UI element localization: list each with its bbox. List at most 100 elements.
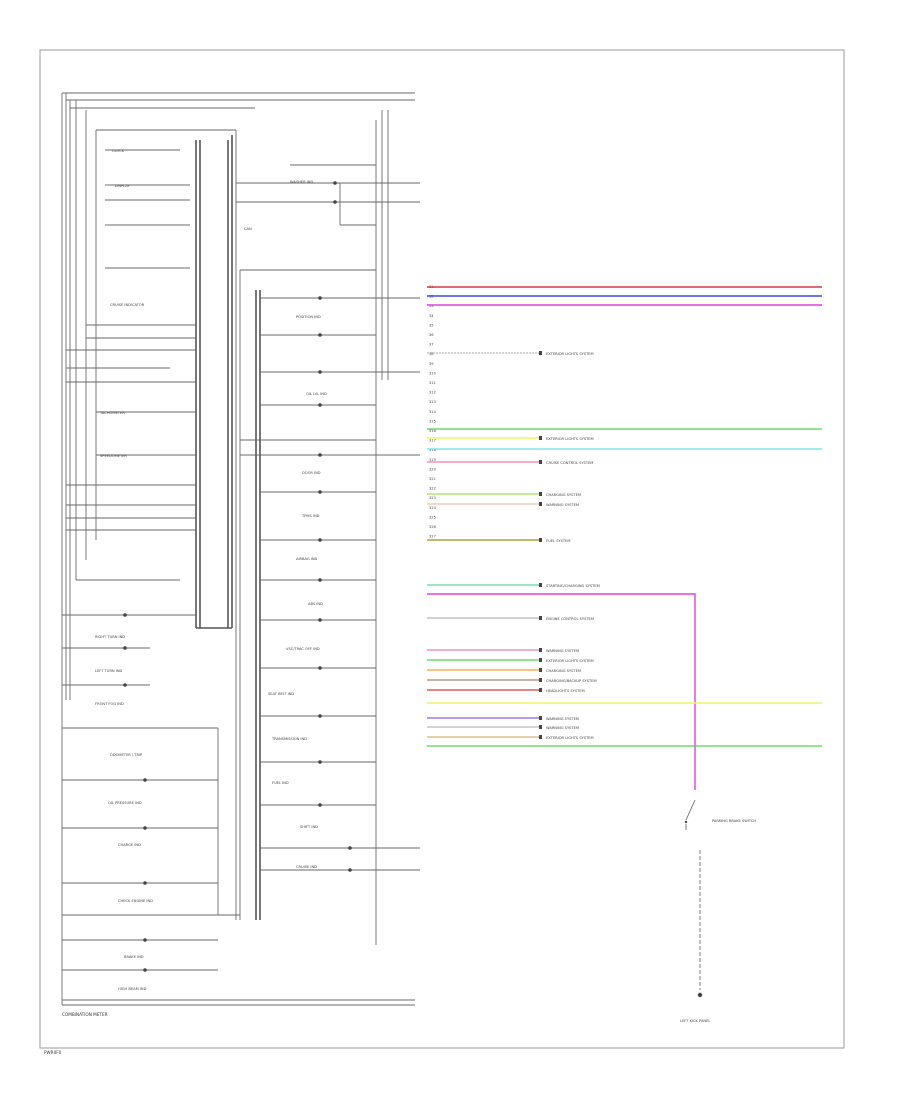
center-label: TPMS IND: [301, 514, 320, 518]
subsystem-label: WARNING SYSTEM: [546, 649, 579, 653]
subsystem-label: CHARGING/BACKUP SYSTEM: [546, 679, 597, 683]
center-label: VSC/TRAC OFF IND: [286, 647, 320, 651]
connector-pin: 310: [429, 371, 437, 375]
subsystem-label: ENGINE CONTROL SYSTEM: [546, 617, 594, 621]
center-label: SEAT BELT IND: [268, 692, 294, 696]
connector-pin: 35: [429, 323, 434, 327]
subsystem-arrow: [539, 460, 542, 464]
connector-pin: 33: [429, 304, 434, 308]
center-label: CRUISE IND: [296, 865, 317, 869]
connector-pin: 312: [429, 391, 436, 395]
center-label: SHIFT IND: [300, 825, 318, 829]
subsystem-labels: EXTERIOR LIGHTS SYSTEM EXTERIOR LIGHTS S…: [546, 352, 600, 740]
meter-label: HIGH BEAM IND: [118, 987, 147, 991]
subsystem-arrow: [539, 678, 542, 682]
connector-pin: 325: [429, 515, 436, 519]
connector-pin: 39: [429, 362, 434, 366]
center-label: CAN: [244, 227, 252, 231]
ground-label: LEFT KICK PANEL: [680, 1019, 710, 1023]
subsystem-label: CHARGING SYSTEM: [546, 669, 581, 673]
parking-brake-switch: PARKING BRAKE SWITCH LEFT KICK PANEL: [680, 799, 756, 1023]
subsystem-label: EXTERIOR LIGHTS SYSTEM: [546, 352, 594, 356]
subsystem-arrow: [539, 658, 542, 662]
center-label: ABS IND: [308, 602, 323, 606]
connector-pin: 311: [429, 381, 436, 385]
meter-left-labels: CLOCK DISPLAY CRUISE INDICATOR TACHOMETE…: [95, 149, 153, 991]
indicator-lamps: [123, 181, 352, 972]
center-label: FUEL IND: [272, 781, 289, 785]
subsystem-arrow: [539, 648, 542, 652]
connector-pin: 314: [429, 410, 437, 414]
connector-pin: 318: [429, 448, 437, 452]
subsystem-arrow: [539, 538, 542, 542]
connector-pin: 322: [429, 487, 436, 491]
subsystem-label: EXTERIOR LIGHTS SYSTEM: [546, 736, 594, 740]
connector-pin: 323: [429, 496, 436, 500]
page-code: PWR0F0: [44, 1050, 62, 1055]
subsystem-label: EXTERIOR LIGHTS SYSTEM: [546, 659, 594, 663]
connector-pin: 321: [429, 477, 436, 481]
connector-pin: 326: [429, 525, 437, 529]
subsystem-arrow: [539, 735, 542, 739]
subsystem-label: HEADLIGHTS SYSTEM: [546, 689, 585, 693]
meter-left-rungs: [62, 149, 240, 971]
subsystem-label: CHARGING SYSTEM: [546, 493, 581, 497]
connector-pin: 313: [429, 400, 436, 404]
meter-bus-wires: [61, 92, 415, 1006]
subsystem-label: WARNING SYSTEM: [546, 717, 579, 721]
meter-label: CHECK ENGINE IND: [118, 899, 153, 903]
meter-label: RIGHT TURN IND: [95, 635, 125, 639]
subsystem-arrow: [539, 583, 542, 587]
subsystem-label: CRUISE CONTROL SYSTEM: [546, 461, 593, 465]
connector-pin: 36: [429, 333, 434, 337]
connector-pin: 317: [429, 439, 436, 443]
center-label: AIRBAG IND: [296, 557, 318, 561]
subsystem-arrow: [539, 492, 542, 496]
connector-pin: 34: [429, 314, 434, 318]
connector-pin-column: 3132333435363738393103113123133143153163…: [429, 285, 437, 539]
connector-pin: 315: [429, 419, 436, 423]
center-label: DOOR IND: [302, 471, 321, 475]
subsystem-label: EXTERIOR LIGHTS SYSTEM: [546, 437, 594, 441]
switch-label: PARKING BRAKE SWITCH: [712, 819, 756, 823]
connector-pin: 38: [429, 352, 434, 356]
meter-center-rungs: [236, 164, 420, 871]
subsystem-arrow: [539, 688, 542, 692]
meter-label: LEFT TURN IND: [95, 669, 123, 673]
subsystem-arrow: [539, 502, 542, 506]
subsystem-arrows: [539, 351, 542, 739]
subsystem-arrow: [539, 716, 542, 720]
footer-left-label: COMBINATION METER: [62, 1012, 108, 1017]
subsystem-arrow: [539, 436, 542, 440]
subsystem-arrow: [539, 616, 542, 620]
subsystem-arrow: [539, 351, 542, 355]
meter-label: OIL PRESSURE IND: [108, 801, 142, 805]
meter-label: BRAKE IND: [124, 955, 144, 959]
subsystem-label: STARTING/CHARGING SYSTEM: [546, 584, 600, 588]
center-label: OIL LVL IND: [306, 392, 327, 396]
meter-label: DISPLAY: [115, 184, 131, 188]
connector-pin: 37: [429, 343, 434, 347]
meter-label: TACHOMETER: [99, 411, 125, 415]
connector-pin: 319: [429, 458, 437, 462]
meter-label: CHARGE IND: [118, 843, 141, 847]
meter-label: FRONT FOG IND: [95, 702, 124, 706]
center-label: POSITION IND: [296, 315, 321, 319]
center-label: WASHER IND: [290, 180, 313, 184]
diagram-frame: [39, 49, 845, 1049]
meter-center-labels: CAN POSITION IND OIL LVL IND DOOR IND TP…: [244, 180, 327, 869]
subsystem-label: WARNING SYSTEM: [546, 503, 579, 507]
connector-pin: 316: [429, 429, 437, 433]
meter-label: CLOCK: [112, 149, 125, 153]
subsystem-arrow: [539, 725, 542, 729]
colored-wires: [427, 286, 822, 790]
subsystem-label: FUEL SYSTEM: [546, 539, 570, 543]
meter-label: ODOMETER / TRIP: [110, 753, 143, 757]
subsystem-label: WARNING SYSTEM: [546, 726, 579, 730]
subsystem-arrow: [539, 668, 542, 672]
center-label: TRANSMISSION IND: [271, 737, 307, 741]
connector-pin: 320: [429, 467, 437, 471]
connector-pin: 327: [429, 535, 436, 539]
meter-label: CRUISE INDICATOR: [110, 303, 145, 307]
